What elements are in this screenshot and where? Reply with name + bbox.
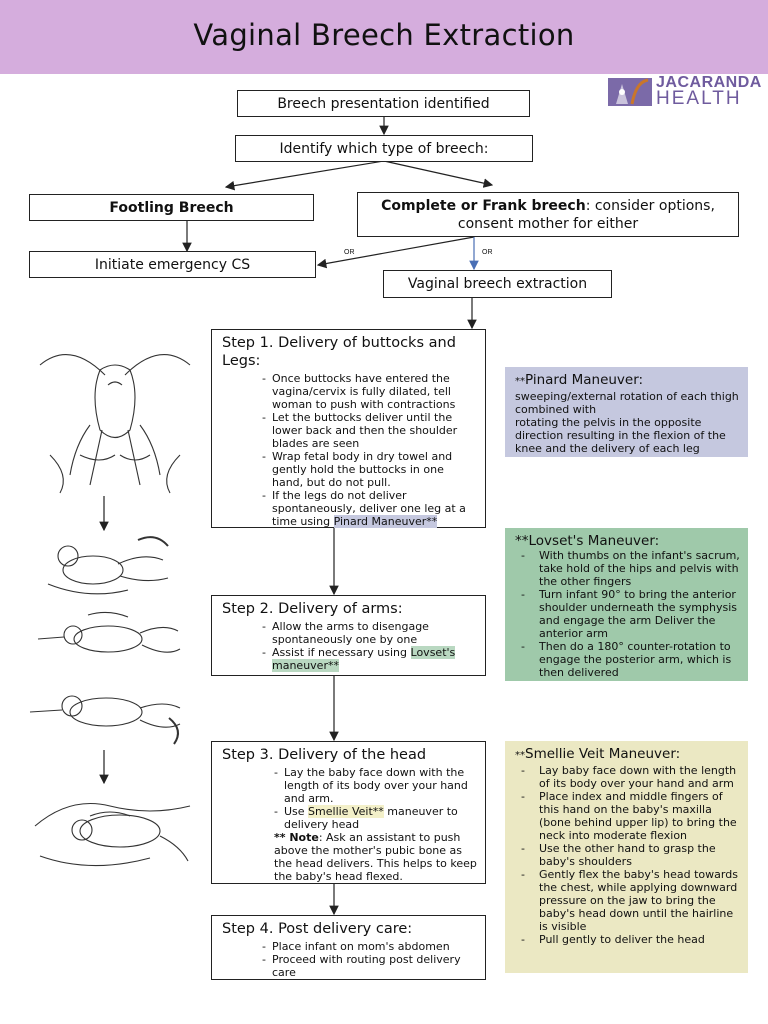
pinard-stars: ** [515, 376, 525, 387]
list-item: Use the other hand to grasp the baby's s… [521, 842, 740, 868]
smellie-title-text: Smellie Veit Maneuver: [525, 746, 681, 762]
complete-frank-breech-box: Complete or Frank breech: consider optio… [357, 192, 739, 237]
smellie-stars: ** [515, 750, 525, 761]
identify-type-box: Identify which type of breech: [235, 135, 533, 162]
footling-breech-box: Footling Breech [29, 194, 314, 221]
smellie-reference: Smellie Veit** [308, 805, 384, 818]
list-item: Proceed with routing post delivery care [262, 953, 477, 979]
smellie-list: Lay baby face down with the length of it… [515, 764, 740, 946]
step1-list: Once buttocks have entered the vagina/ce… [222, 372, 477, 528]
lovset-title: **Lovset's Maneuver: [515, 533, 660, 549]
step2-list: Allow the arms to disengage spontaneousl… [222, 620, 477, 672]
note-text: : Ask an assistant to push above the mot… [274, 831, 477, 883]
step1-title: Step 1. Delivery of buttocks and Legs: [222, 335, 456, 369]
title-banner [0, 0, 768, 74]
breech-identified-box: Breech presentation identified [237, 90, 530, 117]
head-delivery-illustration [34, 803, 191, 867]
list-item: Place infant on mom's abdomen [262, 940, 477, 953]
smellie-title: **Smellie Veit Maneuver: [515, 746, 740, 764]
list-item: Assist if necessary using Lovset's maneu… [262, 646, 477, 672]
step3-use-prefix: Use [284, 805, 309, 818]
step1-last-text: If the legs do not deliver spontaneously… [272, 489, 466, 528]
step2-assist-text: Assist if necessary using [272, 646, 411, 659]
step4-title: Step 4. Post delivery care: [222, 921, 413, 937]
list-item: With thumbs on the infant's sacrum, take… [521, 549, 740, 588]
step3-use-suffix: maneuver to delivery head [284, 805, 458, 831]
list-item: Lay the baby face down with the length o… [274, 766, 477, 805]
arm-delivery-illustration-2 [37, 611, 181, 653]
logo-text-line2: HEALTH [656, 88, 742, 109]
step1-box: Step 1. Delivery of buttocks and Legs: O… [211, 329, 486, 528]
step2-box: Step 2. Delivery of arms: Allow the arms… [211, 595, 486, 676]
list-item: Let the buttocks deliver until the lower… [262, 411, 477, 450]
smellie-veit-maneuver-box: **Smellie Veit Maneuver: Lay baby face d… [505, 741, 748, 973]
list-item: Pull gently to deliver the head [521, 933, 740, 946]
logo-text-line1: JACARANDA [656, 74, 762, 91]
complete-frank-breech-rest: : consider options, consent mother for e… [457, 197, 715, 232]
note-label: ** Note [274, 831, 319, 844]
arm-delivery-illustration-1 [47, 536, 169, 595]
tree-logo-icon [608, 78, 652, 106]
list-item: If the legs do not deliver spontaneously… [262, 489, 477, 528]
jacaranda-logo: JACARANDA HEALTH [606, 72, 768, 109]
list-item: Gently flex the baby's head towards the … [521, 868, 740, 933]
step2-title: Step 2. Delivery of arms: [222, 601, 403, 617]
or-label-right: OR [482, 249, 493, 256]
list-item: Allow the arms to disengage spontaneousl… [262, 620, 477, 646]
pinard-title-text: Pinard Maneuver: [525, 372, 644, 388]
pinard-reference: Pinard Maneuver** [333, 515, 438, 528]
list-item: Once buttocks have entered the vagina/ce… [262, 372, 477, 411]
step3-note: ** Note: Ask an assistant to push above … [222, 831, 477, 883]
pinard-body-line: sweeping/external rotation of each thigh… [515, 390, 739, 416]
step4-box: Step 4. Post delivery care: Place infant… [211, 915, 486, 980]
list-item: Wrap fetal body in dry towel and gently … [262, 450, 477, 489]
lovset-list: With thumbs on the infant's sacrum, take… [515, 549, 740, 679]
page-title: Vaginal Breech Extraction [193, 18, 575, 52]
list-item: Then do a 180° counter-rotation to engag… [521, 640, 740, 679]
list-item: Place index and middle fingers of this h… [521, 790, 740, 842]
pinard-body-line: rotating the pelvis in the opposite dire… [515, 416, 726, 455]
pinard-maneuver-box: **Pinard Maneuver: sweeping/external rot… [505, 367, 748, 457]
complete-frank-breech-text: Complete or Frank breech: consider optio… [370, 197, 726, 233]
or-label-left: OR [344, 249, 355, 256]
step4-list: Place infant on mom's abdomen Proceed wi… [222, 940, 477, 979]
list-item: Use Smellie Veit** maneuver to delivery … [274, 805, 477, 831]
vaginal-breech-extraction-box: Vaginal breech extraction [383, 270, 612, 298]
step3-box: Step 3. Delivery of the head Lay the bab… [211, 741, 486, 884]
step3-list: Lay the baby face down with the length o… [222, 766, 477, 831]
lovset-maneuver-box: **Lovset's Maneuver: With thumbs on the … [505, 528, 748, 681]
list-item: Lay baby face down with the length of it… [521, 764, 740, 790]
list-item: Turn infant 90° to bring the anterior sh… [521, 588, 740, 640]
complete-frank-breech-bold: Complete or Frank breech [381, 197, 586, 214]
arm-delivery-illustration-3 [29, 695, 181, 745]
emergency-cs-box: Initiate emergency CS [29, 251, 316, 278]
buttocks-delivery-illustration [39, 354, 191, 494]
step3-title: Step 3. Delivery of the head [222, 747, 427, 763]
pinard-title: **Pinard Maneuver: [515, 372, 740, 390]
